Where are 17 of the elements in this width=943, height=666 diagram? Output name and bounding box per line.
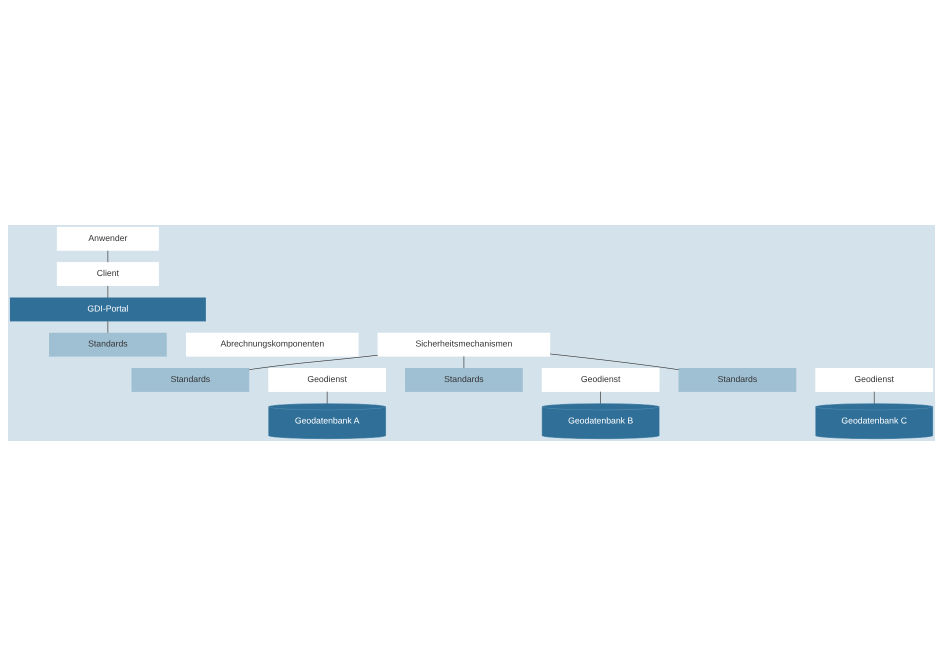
node-box: Client xyxy=(56,262,159,286)
connector xyxy=(874,391,875,404)
node-box: Standards xyxy=(49,332,167,357)
node-box: Geodienst xyxy=(815,368,934,392)
node-box: Standards xyxy=(131,368,250,392)
node-box: Geodienst xyxy=(268,368,386,392)
node-box: Sicherheitsmechanismen xyxy=(378,332,550,357)
connector xyxy=(550,354,680,370)
connector xyxy=(326,391,328,404)
connector xyxy=(600,391,601,404)
node-box: Geodienst xyxy=(542,368,660,392)
node-box: Anwender xyxy=(56,226,159,251)
node-box: Abrechnungskomponenten xyxy=(186,332,359,357)
connector xyxy=(248,354,378,370)
node-box: Standards xyxy=(678,368,796,392)
node-box: GDI-Portal xyxy=(10,297,206,322)
node-box: Standards xyxy=(405,368,523,392)
